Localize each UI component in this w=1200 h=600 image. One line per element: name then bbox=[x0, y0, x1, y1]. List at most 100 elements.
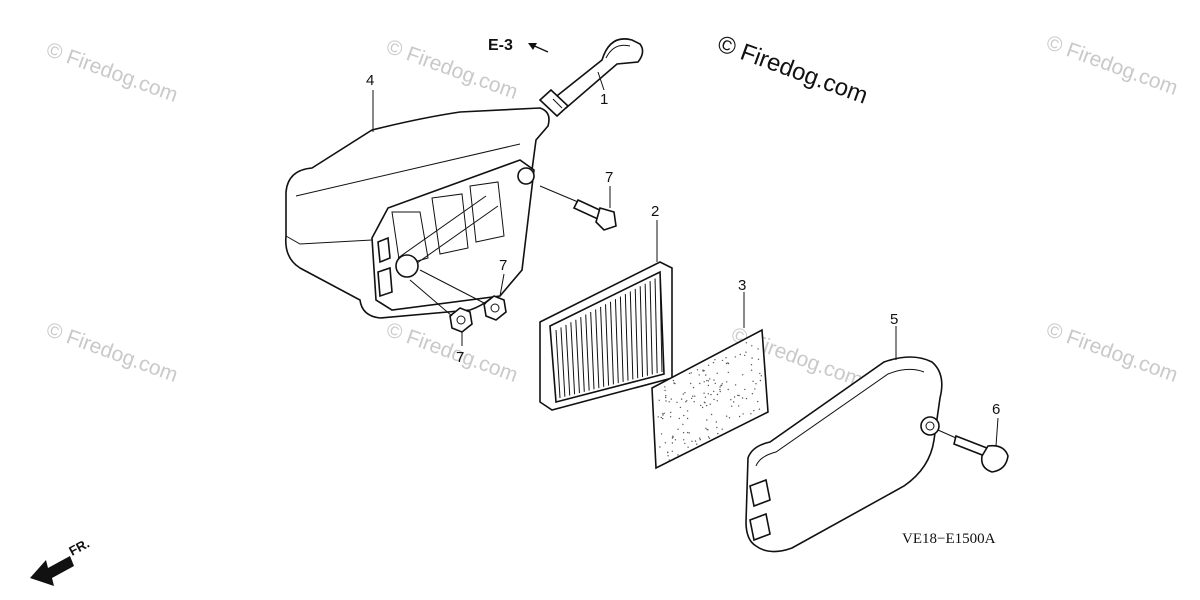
foam-speck bbox=[687, 446, 689, 448]
watermark-top-right: © Firedog.com bbox=[1043, 31, 1181, 100]
front-direction-arrow bbox=[30, 556, 74, 586]
foam-speck bbox=[683, 414, 685, 417]
foam-speck bbox=[694, 395, 696, 397]
foam-speck bbox=[719, 386, 721, 388]
foam-speck bbox=[699, 439, 701, 441]
filter-pleat bbox=[614, 299, 619, 384]
foam-speck bbox=[753, 409, 755, 412]
foam-speck bbox=[691, 440, 693, 442]
foam-speck bbox=[690, 372, 692, 374]
foam-speck bbox=[759, 372, 761, 375]
filter-pleat bbox=[600, 306, 605, 387]
foam-speck bbox=[714, 359, 716, 361]
foam-speck bbox=[668, 401, 670, 403]
foam-speck bbox=[758, 408, 761, 410]
foam-speck bbox=[682, 423, 684, 426]
foam-speck bbox=[719, 390, 721, 393]
foam-speck bbox=[663, 412, 665, 414]
foam-speck bbox=[760, 375, 762, 377]
foam-speck bbox=[700, 404, 702, 407]
foam-speck bbox=[702, 370, 704, 372]
foam-speck bbox=[710, 393, 712, 396]
cross-reference-label: E-3 bbox=[488, 37, 513, 54]
filter-pleat bbox=[565, 324, 571, 396]
foam-speck bbox=[684, 442, 686, 445]
foam-speck bbox=[699, 437, 701, 439]
filter-pleat bbox=[585, 314, 590, 391]
foam-speck bbox=[705, 374, 707, 376]
foam-speck bbox=[672, 435, 674, 437]
filter-pleat bbox=[609, 301, 614, 385]
foam-speck bbox=[751, 393, 754, 395]
foam-speck bbox=[720, 384, 722, 386]
foam-speck bbox=[682, 393, 684, 395]
foam-speck bbox=[688, 432, 690, 434]
foam-speck bbox=[751, 345, 753, 347]
filter-pleat bbox=[590, 311, 595, 390]
wing-screw bbox=[953, 434, 1009, 473]
watermark-top-left: © Firedog.com bbox=[43, 38, 181, 107]
foam-speck bbox=[669, 416, 672, 418]
foam-speck bbox=[664, 386, 666, 388]
foam-speck bbox=[690, 382, 692, 385]
foam-speck bbox=[692, 386, 695, 389]
foam-speck bbox=[684, 392, 686, 394]
foam-speck bbox=[754, 388, 756, 390]
foam-speck bbox=[667, 451, 669, 454]
foam-speck bbox=[706, 419, 708, 421]
foam-speck bbox=[693, 401, 695, 403]
foam-speck bbox=[731, 405, 733, 407]
foam-speck bbox=[668, 459, 671, 461]
filter-pleat bbox=[624, 293, 629, 381]
foam-speck bbox=[662, 414, 664, 416]
foam-speck bbox=[692, 395, 694, 397]
foam-speck bbox=[757, 358, 760, 360]
foam-speck bbox=[745, 397, 748, 400]
foam-speck bbox=[757, 400, 759, 403]
foam-speck bbox=[727, 388, 729, 391]
leader-1 bbox=[597, 71, 605, 91]
foam-speck bbox=[660, 416, 662, 419]
leader-7-lower-axis bbox=[409, 279, 453, 317]
filter-pleat bbox=[580, 317, 585, 392]
foam-speck bbox=[679, 406, 682, 409]
filter-pleat bbox=[634, 288, 639, 379]
front-direction-label: FR. bbox=[66, 536, 92, 559]
foam-speck bbox=[713, 398, 715, 401]
foam-speck bbox=[734, 356, 736, 358]
foam-speck bbox=[738, 415, 741, 418]
foam-speck bbox=[745, 351, 747, 353]
filter-pleat bbox=[654, 278, 658, 374]
foam-speck bbox=[665, 400, 667, 402]
foam-speck bbox=[687, 431, 689, 434]
foam-speck bbox=[730, 399, 732, 401]
foam-speck bbox=[688, 372, 691, 375]
foam-speck bbox=[709, 403, 711, 405]
filter-pleat bbox=[570, 322, 576, 395]
foam-speck bbox=[671, 450, 673, 452]
air-cleaner-case bbox=[284, 107, 550, 319]
foam-speck bbox=[705, 404, 708, 407]
filter-pleat bbox=[605, 304, 610, 386]
foam-speck bbox=[670, 411, 672, 414]
foam-speck bbox=[719, 388, 721, 391]
foam-speck bbox=[671, 442, 674, 444]
foam-speck bbox=[665, 395, 667, 397]
filter-pleat bbox=[560, 327, 566, 397]
foam-speck bbox=[696, 369, 699, 371]
leader-6-axis bbox=[937, 429, 957, 439]
foam-speck bbox=[691, 397, 693, 400]
foam-speck bbox=[701, 406, 704, 409]
foam-speck bbox=[742, 374, 744, 376]
foam-speck bbox=[726, 381, 728, 383]
foam-speck bbox=[716, 400, 718, 402]
filter-pleat bbox=[659, 275, 663, 373]
foam-speck bbox=[742, 413, 744, 415]
foam-speck bbox=[707, 384, 710, 387]
foam-speck bbox=[677, 428, 679, 430]
filter-pleat bbox=[644, 283, 648, 376]
nut-upper bbox=[483, 295, 507, 321]
foam-speck bbox=[685, 401, 687, 403]
breather-tube bbox=[538, 38, 644, 118]
